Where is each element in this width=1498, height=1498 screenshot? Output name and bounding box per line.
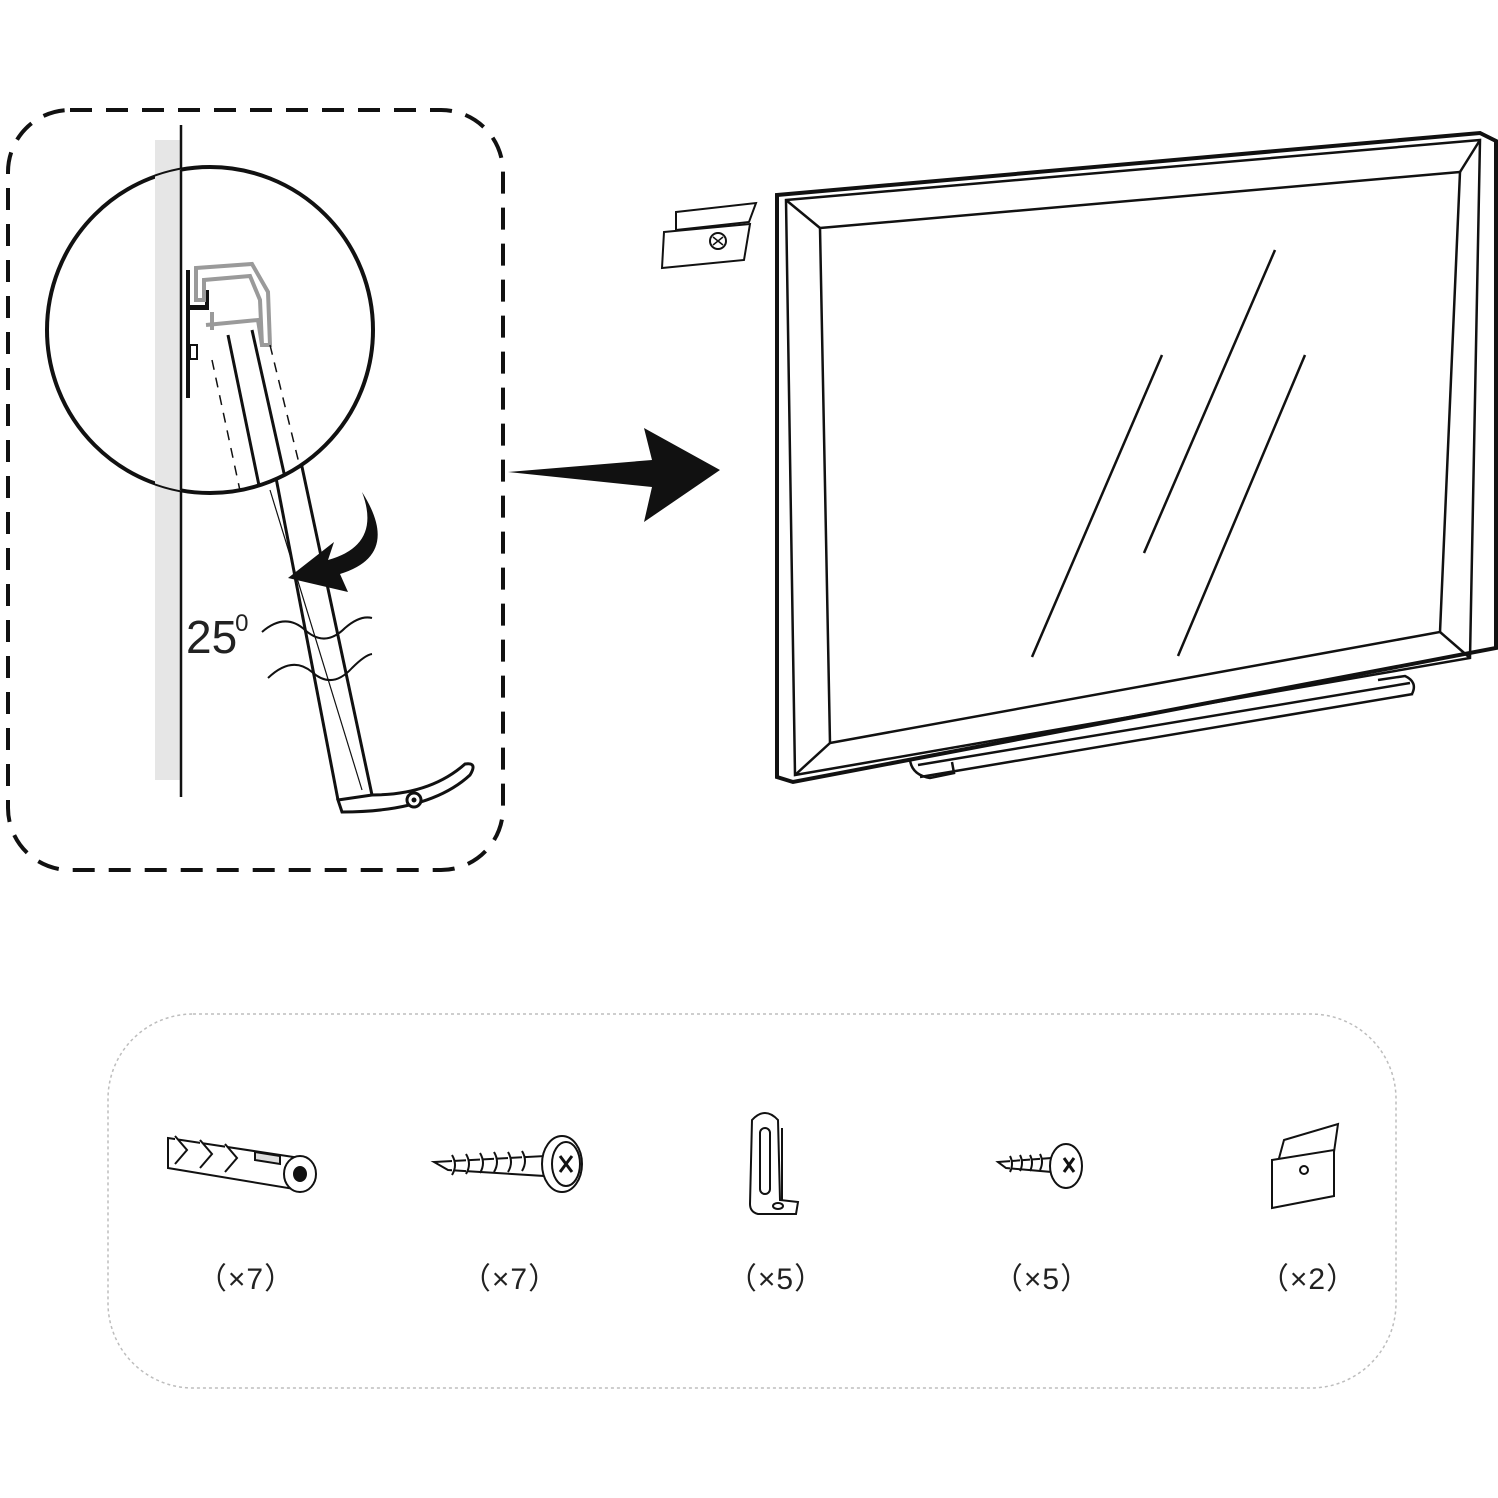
quantity-label: （×7） <box>460 1263 560 1296</box>
small-screw-icon <box>995 1143 1083 1189</box>
hanging-clip-icon <box>1271 1122 1340 1210</box>
rotation-arrow <box>288 492 378 592</box>
magnified-view <box>45 165 375 495</box>
angle-label: 250 <box>186 610 249 663</box>
quantity-label: （×5） <box>726 1263 826 1296</box>
quantity-label: （×7） <box>196 1263 296 1296</box>
hardware-box <box>107 1013 1397 1389</box>
wall-anchor-icon <box>167 1135 317 1193</box>
detail-frame <box>6 108 505 872</box>
l-bracket-icon <box>748 1112 800 1215</box>
wall-clip <box>660 201 758 270</box>
quantity-label: （×2） <box>1258 1263 1358 1296</box>
wood-screw-icon <box>430 1135 583 1193</box>
framed-mirror <box>775 130 1498 785</box>
break-lines <box>261 616 373 681</box>
direction-arrow <box>508 428 720 522</box>
quantity-label: （×5） <box>992 1263 1092 1296</box>
